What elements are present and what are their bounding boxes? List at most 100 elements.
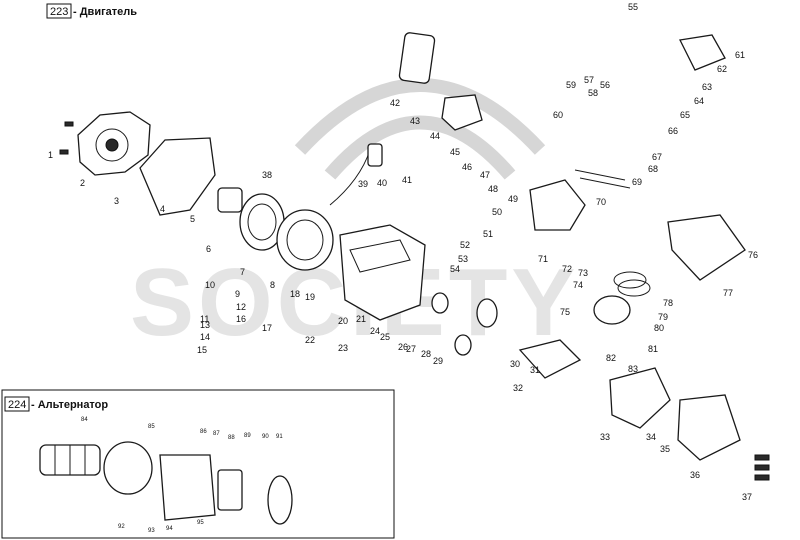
callout-26: 26 — [398, 342, 408, 352]
callout-15: 15 — [197, 345, 207, 355]
fuel-tank-part — [398, 32, 436, 84]
callout-9: 9 — [235, 289, 240, 299]
alternator-parts — [39, 441, 293, 525]
callout-39: 39 — [358, 179, 368, 189]
callout-2: 2 — [80, 178, 85, 188]
crankshaft-part — [518, 339, 582, 379]
callout-41: 41 — [402, 175, 412, 185]
callout-13: 13 — [200, 320, 210, 330]
callout-11: 11 — [200, 314, 209, 324]
callout-20: 20 — [338, 316, 348, 326]
callout-91: 91 — [276, 434, 283, 440]
spark-cap-part — [367, 143, 383, 167]
callout-38: 38 — [262, 170, 272, 180]
callout-84: 84 — [81, 417, 88, 423]
callout-92: 92 — [118, 524, 125, 530]
callout-37: 37 — [742, 492, 752, 502]
push-rod-2 — [579, 177, 631, 189]
coil-cover-inner — [286, 219, 324, 261]
alternator-section-number-box — [4, 396, 30, 412]
brush-holder-part — [217, 469, 243, 511]
callout-46: 46 — [462, 162, 472, 172]
callout-86: 86 — [200, 429, 207, 435]
callout-75: 75 — [560, 307, 570, 317]
callout-72: 72 — [562, 264, 572, 274]
callout-47: 47 — [480, 170, 490, 180]
callout-45: 45 — [450, 147, 460, 157]
callout-22: 22 — [305, 335, 315, 345]
callout-79: 79 — [658, 312, 668, 322]
watermark-arc — [294, 78, 546, 155]
end-cap-part — [267, 475, 293, 525]
callout-60: 60 — [553, 110, 563, 120]
callout-12: 12 — [236, 302, 246, 312]
callout-1: 1 — [48, 150, 53, 160]
bearing-part — [431, 292, 449, 314]
callout-82: 82 — [606, 353, 616, 363]
side-housing-part — [677, 394, 741, 461]
callout-21: 21 — [356, 314, 366, 324]
callout-66: 66 — [668, 126, 678, 136]
governor-gear-part — [454, 334, 472, 356]
valve-cover-part — [679, 34, 726, 71]
cylinder-head-part — [529, 179, 586, 231]
callout-36: 36 — [690, 470, 700, 480]
screw-a — [64, 121, 74, 127]
callout-50: 50 — [492, 207, 502, 217]
callout-68: 68 — [648, 164, 658, 174]
callout-19: 19 — [305, 292, 315, 302]
callout-62: 62 — [717, 64, 727, 74]
engine-section-header: 223 - Двигатель — [46, 3, 137, 19]
callout-29: 29 — [433, 356, 443, 366]
callout-27: 27 — [406, 344, 416, 354]
callout-54: 54 — [450, 264, 460, 274]
callout-67: 67 — [652, 152, 662, 162]
starter-cup-part — [217, 187, 243, 213]
engine-section-number-box — [46, 3, 72, 19]
piston-ring-2 — [617, 279, 651, 297]
callout-6: 6 — [206, 244, 211, 254]
callout-7: 7 — [240, 267, 245, 277]
alternator-frame — [1, 389, 395, 539]
callout-58: 58 — [588, 88, 598, 98]
carburetor-part — [441, 94, 483, 131]
callout-80: 80 — [654, 323, 664, 333]
callout-74: 74 — [573, 280, 583, 290]
callout-93: 93 — [148, 528, 155, 534]
callout-63: 63 — [702, 82, 712, 92]
callout-53: 53 — [458, 254, 468, 264]
callout-59: 59 — [566, 80, 576, 90]
callout-40: 40 — [377, 178, 387, 188]
callout-14: 14 — [200, 332, 210, 342]
bolt-1 — [754, 454, 770, 461]
callout-61: 61 — [735, 50, 745, 60]
callout-77: 77 — [723, 288, 733, 298]
callout-4: 4 — [160, 204, 165, 214]
callout-87: 87 — [213, 431, 220, 437]
callout-81: 81 — [648, 344, 658, 354]
callout-57: 57 — [584, 75, 594, 85]
engine-section-number: 223 — [50, 6, 68, 18]
callout-65: 65 — [680, 110, 690, 120]
callout-71: 71 — [538, 254, 548, 264]
callout-16: 16 — [236, 314, 246, 324]
push-rod-1 — [574, 169, 626, 181]
coil-cover-part — [276, 209, 334, 271]
bolt-3 — [754, 474, 770, 481]
callout-70: 70 — [596, 197, 606, 207]
screw-b — [59, 149, 69, 155]
piston-ring-1 — [613, 271, 647, 289]
callout-51: 51 — [483, 229, 493, 239]
callout-10: 10 — [205, 280, 215, 290]
watermark-arc-inner — [324, 115, 516, 180]
callout-33: 33 — [600, 432, 610, 442]
callout-35: 35 — [660, 444, 670, 454]
callout-18: 18 — [290, 289, 300, 299]
callout-95: 95 — [197, 520, 204, 526]
watermark: SOCIETY — [130, 78, 575, 356]
piston-part — [593, 295, 631, 325]
